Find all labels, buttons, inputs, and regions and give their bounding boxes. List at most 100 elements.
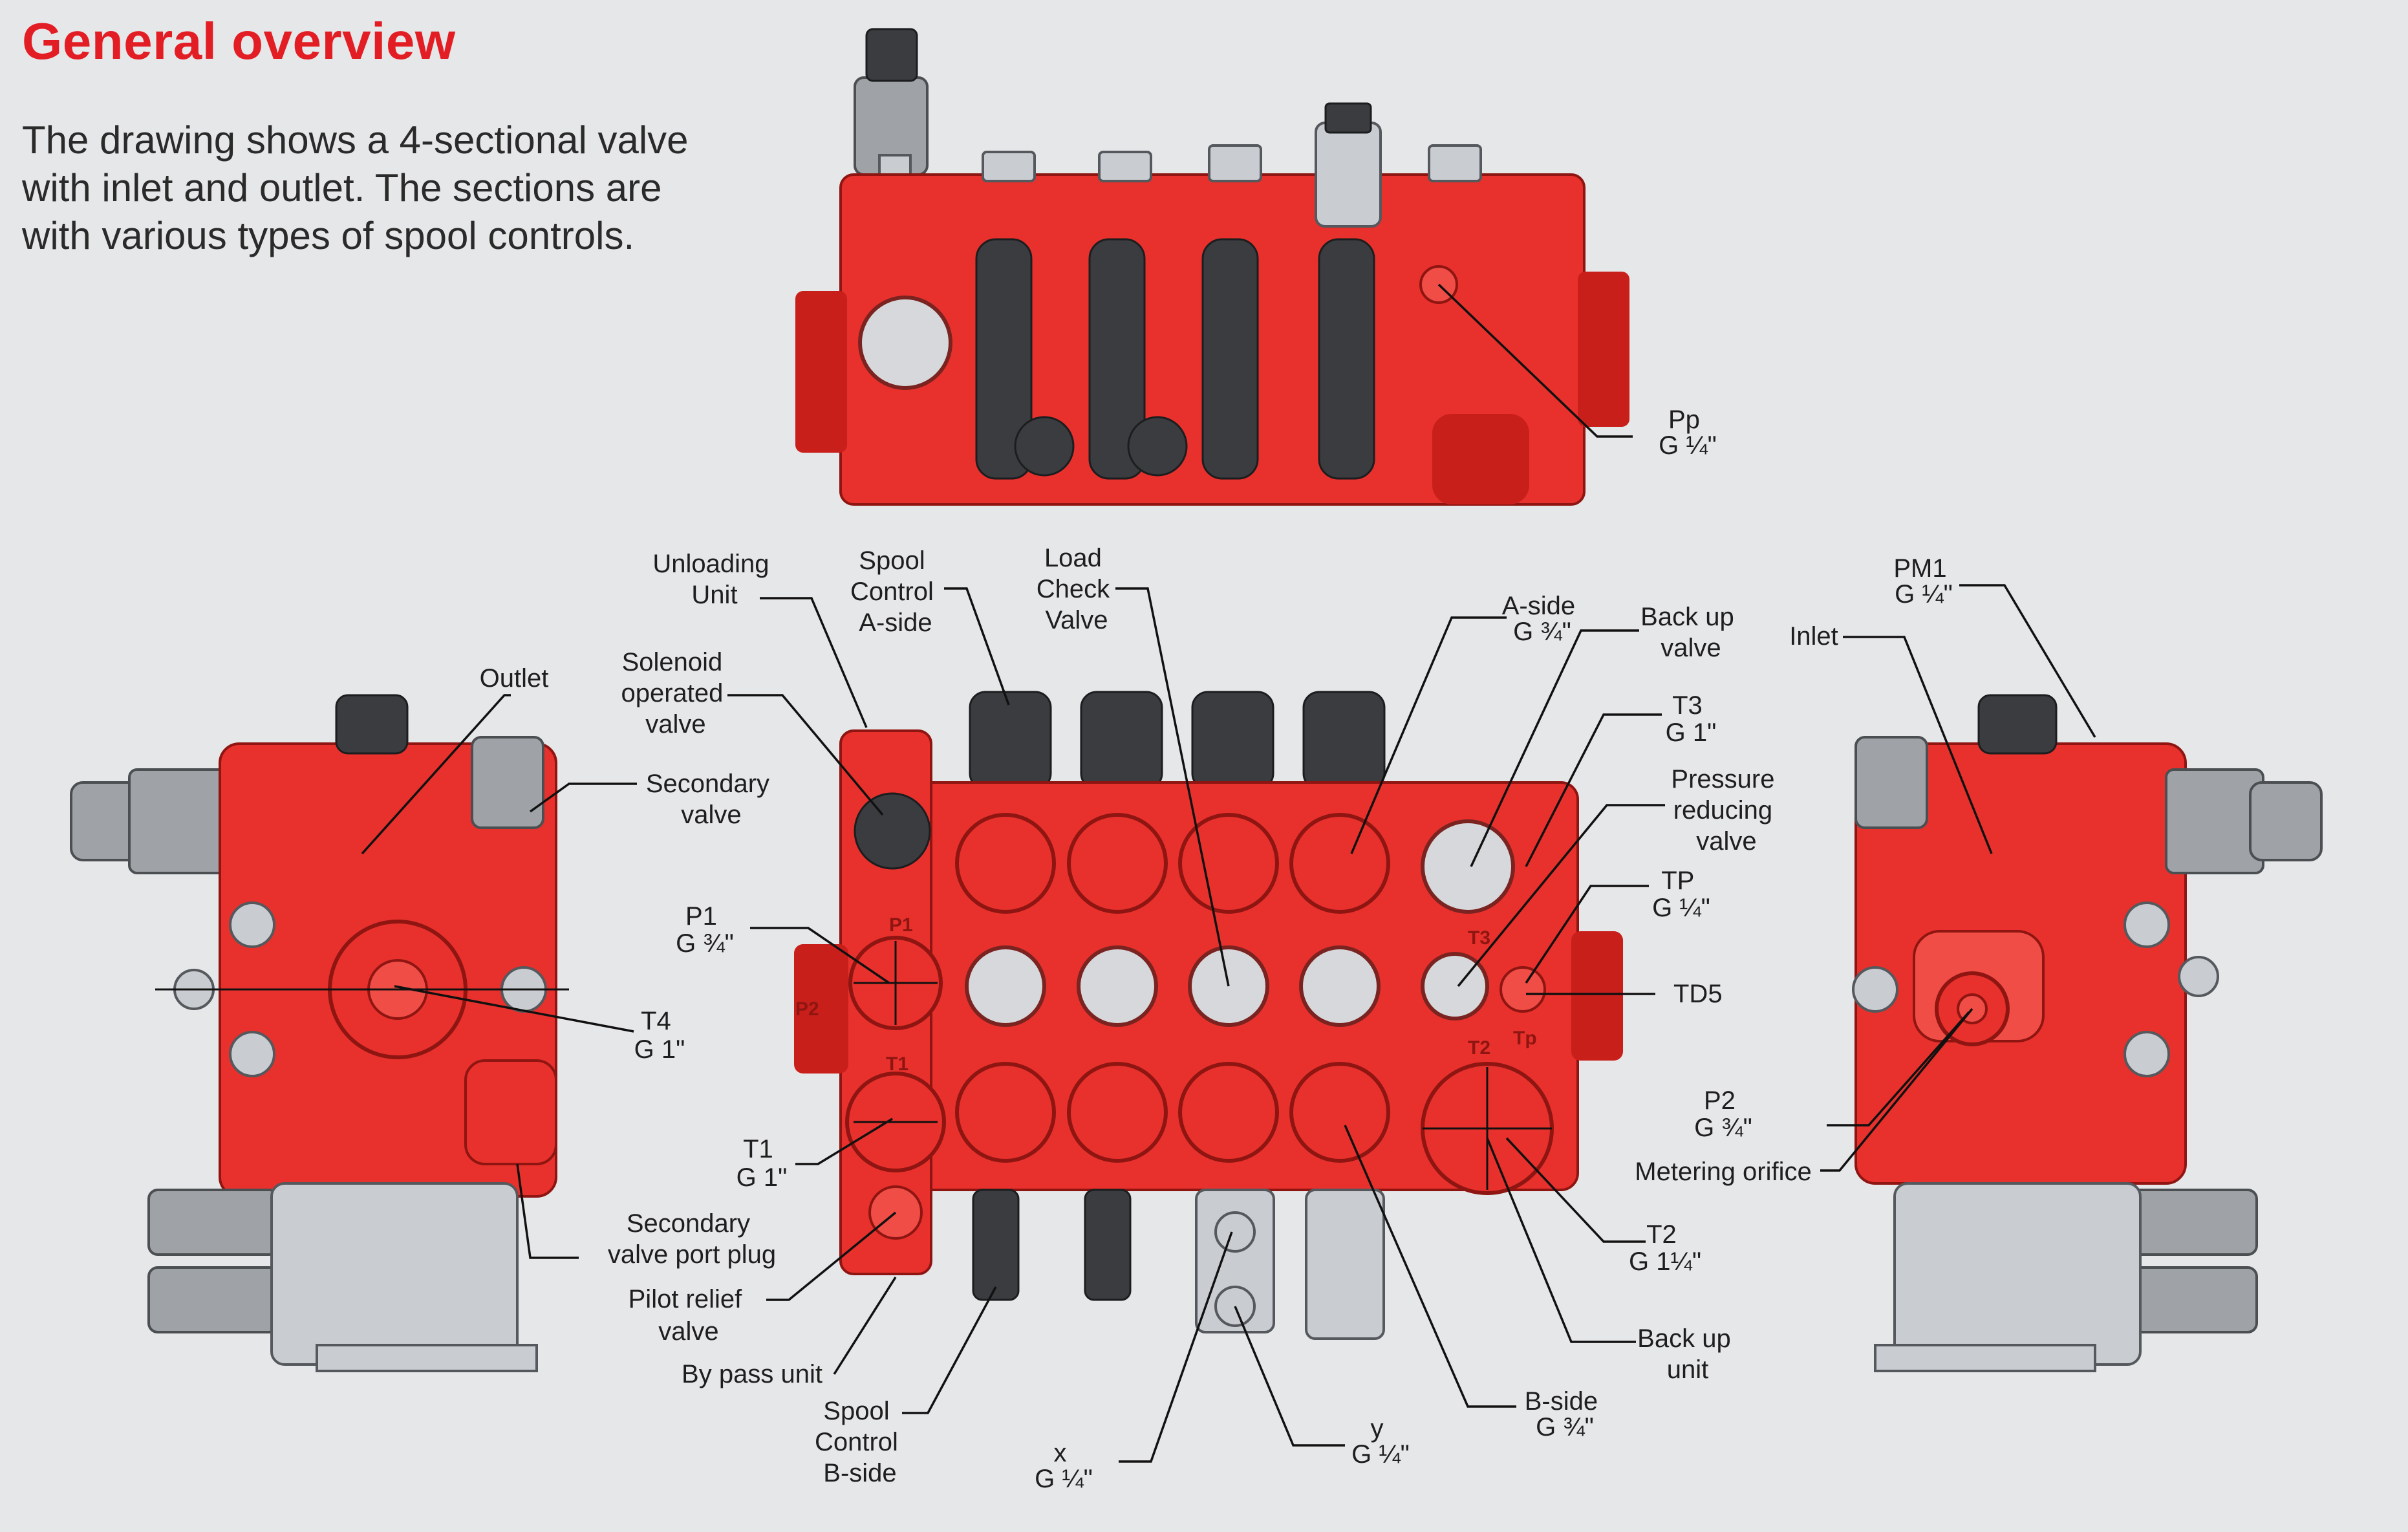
left-bolt [229, 1031, 275, 1077]
leader-port-plug [516, 1163, 579, 1259]
x-port [1214, 1211, 1256, 1253]
label-outlet: Outlet [480, 664, 549, 693]
leader-p2 [1827, 1011, 1970, 1127]
label-y: y G ¼" [1351, 1414, 1410, 1469]
port-mark: Tp [1513, 1028, 1537, 1049]
label-t1: T1 G 1" [736, 1135, 788, 1192]
port-mark: T2 [1468, 1037, 1490, 1059]
spool-bore [1077, 945, 1158, 1027]
leader-tp [1525, 885, 1649, 984]
left-port-plug-boss [464, 1059, 557, 1165]
top-solenoid-cap [865, 28, 918, 82]
leader-x [1119, 1231, 1233, 1463]
label-b-side: B-side G ¾" [1525, 1387, 1606, 1441]
top-spool-control [1088, 238, 1146, 480]
label-p1: P1 G ¾" [676, 902, 734, 958]
label-back-up-unit: Back up unit [1637, 1324, 1738, 1384]
leader-pp [1437, 283, 1633, 438]
description-line: The drawing shows a 4-sectional valve [22, 118, 689, 162]
top-spool-control [1318, 238, 1375, 480]
b-side-port [1067, 1062, 1168, 1163]
leader-a-side [1350, 616, 1507, 854]
label-t2: T2 G 1¼" [1629, 1220, 1701, 1276]
top-pressure-reducing-tower [1315, 122, 1382, 228]
leader-y [1234, 1306, 1345, 1447]
leader-metering [1820, 1008, 1973, 1172]
top-spool-control [975, 238, 1033, 480]
top-outlet-port [858, 296, 952, 390]
leader-solenoid [727, 694, 884, 816]
solenoid-valve [854, 792, 931, 870]
label-spool-control-b: Spool Control B-side [815, 1397, 905, 1487]
front-right-boss [1571, 931, 1623, 1061]
left-lower-cylinder [147, 1189, 279, 1256]
right-secondary-valve [1854, 736, 1928, 829]
x-y-port-block [1305, 1189, 1385, 1340]
left-bolt [229, 901, 275, 948]
port-mark: P1 [889, 914, 913, 936]
a-side-port [1178, 813, 1279, 914]
b-side-port [955, 1062, 1056, 1163]
leader-t2 [1505, 1137, 1646, 1243]
spool-control-b [972, 1189, 1020, 1301]
right-lower-cylinder [2126, 1189, 2258, 1256]
right-lower-cylinder [2126, 1266, 2258, 1333]
label-back-up-valve: Back up valve [1640, 603, 1741, 662]
page-title: General overview [22, 12, 456, 70]
leader-by-pass [833, 1277, 897, 1375]
top-inlet-boss [1432, 414, 1529, 504]
leader-back-up-unit [1486, 1138, 1636, 1343]
right-solenoid-coil [2165, 768, 2264, 874]
top-section-plug [1208, 144, 1262, 182]
right-view [1852, 694, 2323, 1372]
leader-pressure-reducing [1457, 804, 1665, 987]
left-top-cap [335, 694, 409, 755]
top-lever-knob [1014, 416, 1075, 477]
label-secondary-valve: Secondary valve [646, 770, 777, 829]
label-td5: TD5 [1673, 980, 1723, 1008]
port-mark: T3 [1468, 927, 1490, 949]
top-right-boss [1578, 272, 1629, 427]
b-side-port [1289, 1062, 1390, 1163]
spool-control-b [1084, 1189, 1132, 1301]
left-bypass-block [270, 1182, 519, 1366]
top-left-boss [795, 291, 847, 453]
top-section-plug [1428, 144, 1482, 182]
label-load-check-valve: Load Check Valve [1037, 544, 1117, 634]
leader-back-up-valve [1470, 629, 1639, 867]
right-solenoid-nut [2249, 781, 2323, 861]
right-bolt [2178, 956, 2219, 997]
leader-t4 [394, 985, 634, 1033]
tp-port [1500, 966, 1546, 1013]
top-spool-control [1201, 238, 1259, 480]
leader-t3 [1525, 713, 1662, 867]
port-mark: T1 [886, 1053, 908, 1075]
leader-secondary-valve [529, 782, 637, 813]
leader-outlet [361, 694, 511, 855]
left-lower-cylinder [147, 1266, 279, 1333]
front-view: P1 T3 T2 Tp P2 T1 [794, 691, 1623, 1340]
a-side-port [955, 813, 1056, 914]
right-base-plate [1874, 1344, 2096, 1372]
a-side-port [1067, 813, 1168, 914]
right-bypass-block [1893, 1182, 2142, 1366]
top-lever-knob [1127, 416, 1188, 477]
label-t4: T4 G 1" [634, 1007, 685, 1064]
label-pm1: PM1 G ¼" [1893, 554, 1953, 609]
b-side-port [1178, 1062, 1279, 1163]
top-section-plug [982, 151, 1036, 182]
label-pilot-relief-valve: Pilot relief valve [629, 1285, 749, 1346]
label-pp: Pp G ¼" [1659, 405, 1717, 460]
label-spool-control-a: Spool Control A-side [850, 546, 941, 637]
label-pressure-reducing-valve: Pressure reducing valve [1671, 765, 1781, 856]
a-side-port [1289, 813, 1390, 914]
spool-control-a-head [1302, 691, 1386, 790]
label-tp: TP G ¼" [1652, 867, 1710, 922]
spool-bore [1299, 945, 1381, 1027]
spool-bore [965, 945, 1046, 1027]
leader-p1 [750, 927, 890, 984]
leader-b-side [1344, 1125, 1516, 1408]
right-bolt [1852, 966, 1898, 1013]
right-bolt [2123, 1031, 2170, 1077]
